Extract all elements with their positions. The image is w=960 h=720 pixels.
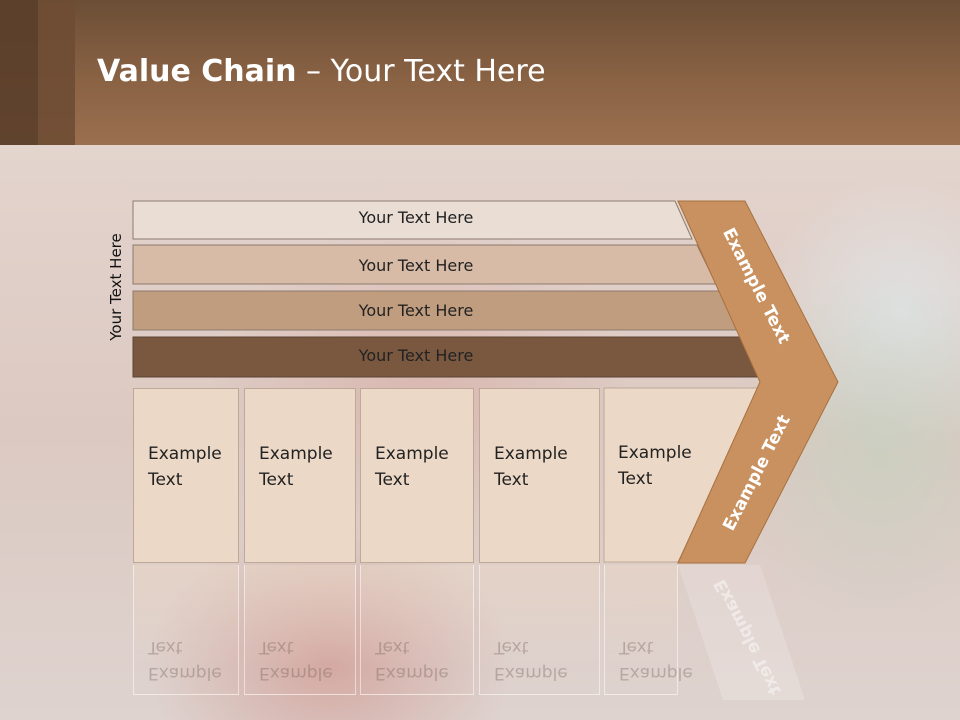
box-reflection: Example Text — [479, 565, 600, 695]
box-reflection-text: Example Text — [148, 637, 222, 683]
box-reflection-text: Example Text — [494, 637, 568, 683]
primary-box-1-text: Example Text — [148, 444, 222, 490]
primary-box-4-text: Example Text — [494, 444, 568, 490]
box-reflection: Example Text — [133, 565, 239, 695]
support-bar-1-label: Your Text Here — [358, 208, 474, 227]
primary-box-2-text: Example Text — [259, 444, 333, 490]
primary-box-5: Example Text — [604, 388, 704, 563]
box-reflection-text: Example Text — [259, 637, 333, 683]
page-title: Value Chain – Your Text Here — [97, 54, 546, 89]
primary-box-1: Example Text — [133, 388, 239, 563]
chevron-reflection — [678, 565, 805, 700]
box-reflection: Example Text — [244, 565, 356, 695]
title-bold: Value Chain — [97, 54, 297, 89]
box-reflection-text: Example Text — [375, 637, 449, 683]
banner-stripe — [38, 0, 75, 145]
title-rest: – Your Text Here — [296, 54, 546, 89]
box-reflection: Example Text — [360, 565, 474, 695]
margin-chevron — [677, 200, 839, 564]
support-bar-1 — [132, 200, 693, 240]
title-banner: Value Chain – Your Text Here — [0, 0, 960, 145]
primary-box-2: Example Text — [244, 388, 356, 563]
support-bar-3-label: Your Text Here — [358, 301, 474, 320]
support-bar-4-label: Your Text Here — [358, 346, 474, 365]
box-reflection: Example Text — [604, 565, 693, 695]
support-bar-2-label: Your Text Here — [358, 256, 474, 275]
banner-stripe — [0, 0, 38, 145]
primary-box-4: Example Text — [479, 388, 600, 563]
primary-box-3: Example Text — [360, 388, 474, 563]
box-reflection-text: Example Text — [619, 637, 693, 683]
primary-box-5-text: Example Text — [618, 443, 692, 489]
primary-box-3-text: Example Text — [375, 444, 449, 490]
